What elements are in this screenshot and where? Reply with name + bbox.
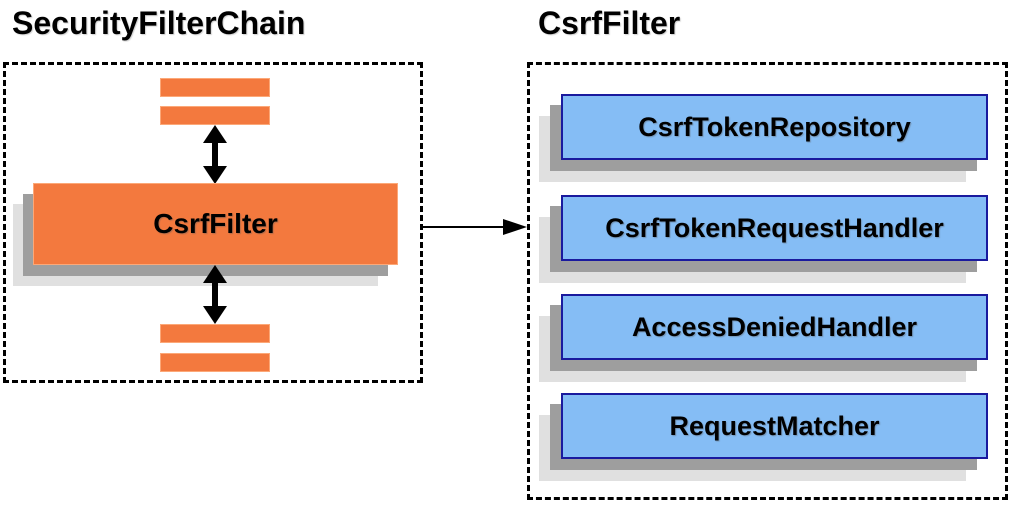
bidirectional-arrow-icon xyxy=(200,265,230,324)
csrf-filter-detail-container xyxy=(527,62,1008,500)
other-filter-bar xyxy=(160,78,270,97)
security-filter-chain-container xyxy=(3,62,423,383)
csrf-filter-node: CsrfFilter xyxy=(33,183,398,265)
component-label: RequestMatcher xyxy=(669,410,880,441)
component-label: CsrfTokenRepository xyxy=(638,111,911,142)
flow-arrow-icon xyxy=(423,217,527,237)
csrf-filter-node-label: CsrfFilter xyxy=(153,208,278,239)
left-panel-title: SecurityFilterChain xyxy=(12,5,306,41)
other-filter-bar xyxy=(160,324,270,343)
component-label: AccessDeniedHandler xyxy=(631,311,918,342)
component-node-access-denied-handler: AccessDeniedHandler xyxy=(561,294,988,360)
other-filter-bar xyxy=(160,353,270,372)
component-node-request-matcher: RequestMatcher xyxy=(561,393,988,459)
other-filter-bar xyxy=(160,106,270,125)
right-panel-title: CsrfFilter xyxy=(538,5,681,41)
component-label: CsrfTokenRequestHandler xyxy=(605,212,944,243)
component-node-csrf-token-request-handler: CsrfTokenRequestHandler xyxy=(561,195,988,261)
component-node-csrf-token-repository: CsrfTokenRepository xyxy=(561,94,988,160)
bidirectional-arrow-icon xyxy=(200,125,230,184)
